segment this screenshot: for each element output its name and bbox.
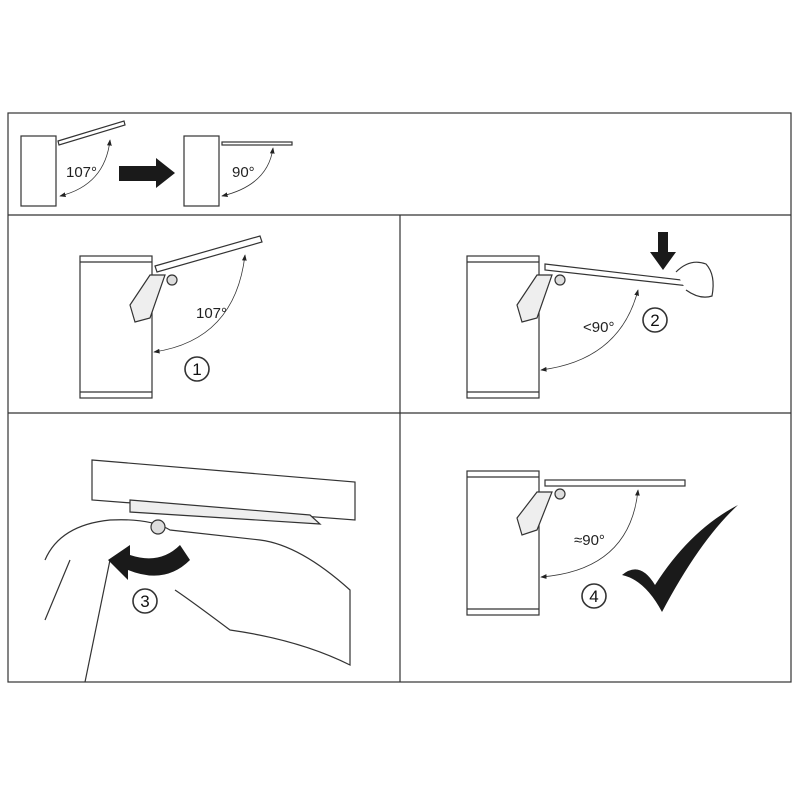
step-1-drawing: [79, 235, 263, 399]
hinge-mechanism: [129, 499, 322, 525]
step-4-angle: ≈90°: [574, 532, 605, 549]
angle-before-label: 107°: [66, 164, 97, 181]
step-number-circle: [642, 307, 668, 333]
step-3-number: 3: [140, 592, 149, 611]
angle-after-label: 90°: [232, 164, 255, 181]
step-3-drawing: [44, 459, 356, 683]
overview-after: [183, 135, 293, 207]
cabinet-icon: [466, 255, 540, 399]
lid-icon: [544, 479, 686, 487]
adjust-screw-icon: [150, 519, 166, 535]
step-4-number: 4: [589, 587, 598, 606]
angle-arc: [59, 139, 112, 197]
step-number-circle: [184, 356, 210, 382]
step-2-angle: <90°: [583, 319, 614, 336]
angle-arc: [153, 254, 247, 354]
cabinet-icon: [466, 470, 540, 616]
cabinet-icon: [20, 135, 57, 207]
hand-icon: [44, 519, 351, 666]
cabinet-icon: [183, 135, 220, 207]
lid-icon: [544, 263, 691, 287]
arrow-right-icon: [119, 158, 175, 188]
hinge-icon: [516, 274, 553, 323]
lid-icon: [154, 235, 263, 273]
lid-icon: [57, 120, 126, 146]
step-1-number: 1: [192, 360, 201, 379]
step-1-angle: 107°: [196, 305, 227, 322]
lid-icon: [221, 141, 293, 146]
step-number-circle: [132, 588, 158, 614]
cabinet-icon: [79, 255, 153, 399]
angle-arc: [540, 289, 639, 372]
angle-arc: [221, 147, 275, 198]
rotate-arrow-icon: [108, 545, 190, 580]
step-4-drawing: [466, 470, 686, 616]
step-2-drawing: [466, 255, 714, 399]
checkmark-icon: [622, 505, 738, 612]
frame: [7, 112, 792, 683]
step-2-number: 2: [650, 311, 659, 330]
overview-before: [20, 120, 126, 207]
angle-arc: [540, 489, 640, 579]
arrow-down-icon: [650, 232, 676, 270]
hand-icon: [675, 261, 714, 298]
step-number-circle: [581, 583, 607, 609]
